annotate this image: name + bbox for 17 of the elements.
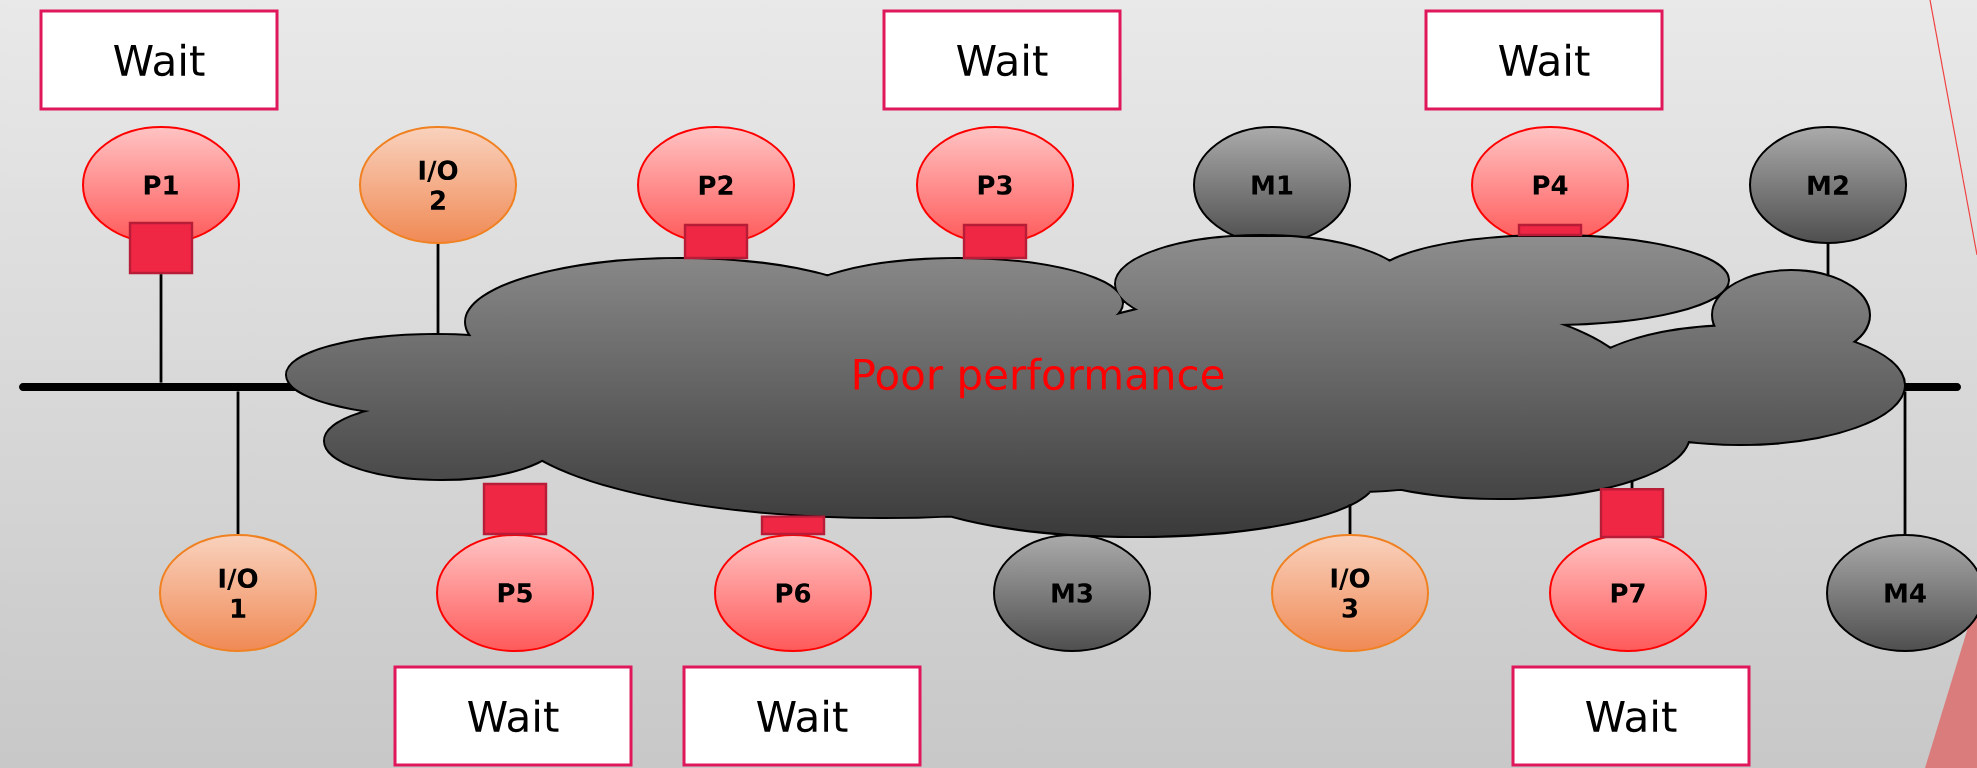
connector-line	[1826, 244, 1830, 277]
connector-square	[128, 221, 194, 275]
connector-line	[1348, 504, 1352, 534]
connector-line	[1903, 391, 1907, 534]
wait-box: Wait	[882, 9, 1122, 111]
connector-line	[436, 244, 440, 335]
wait-box: Wait	[1511, 665, 1751, 767]
wait-box: Wait	[393, 665, 633, 767]
connector-line	[159, 274, 163, 383]
wait-box: Wait	[682, 665, 922, 767]
wait-box: Wait	[1424, 9, 1664, 111]
connector-line	[1630, 480, 1634, 488]
memory-node: M4	[1826, 534, 1977, 652]
wait-box: Wait	[39, 9, 279, 111]
connector-square	[962, 223, 1028, 260]
connector-line	[236, 391, 240, 534]
connector-square	[683, 223, 749, 260]
